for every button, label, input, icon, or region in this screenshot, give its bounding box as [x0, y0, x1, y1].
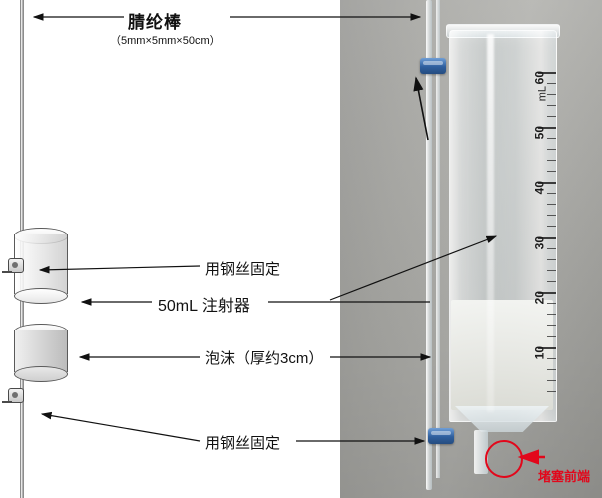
- syringe-highlight: [487, 34, 494, 412]
- plunger-tip-highlight-circle: [485, 440, 523, 478]
- foam-block: [14, 330, 68, 372]
- wire-clip-bottom: [8, 388, 24, 403]
- label-foam: 泡沫（厚约3cm）: [205, 350, 324, 367]
- foam-bottom-rim: [14, 366, 68, 382]
- wire-clip-top: [8, 258, 24, 273]
- scale-number: 30: [532, 236, 546, 250]
- label-wire-fix-top: 用钢丝固定: [205, 261, 281, 278]
- syringe-plunger-foam: [451, 300, 553, 410]
- photo-clip-bottom: [428, 428, 454, 444]
- label-plunger-tip: 堵塞前端: [538, 469, 591, 484]
- label-wire-fix-bottom: 用钢丝固定: [205, 435, 281, 452]
- scale-number: 20: [532, 291, 546, 305]
- scale-number: 60: [532, 71, 546, 85]
- tube-mid-rim: [14, 288, 68, 304]
- scale-number: 40: [532, 181, 546, 195]
- syringe-graduation-scale: mL 60 50 40 30 20 10: [522, 60, 556, 405]
- syringe-nozzle: [474, 430, 488, 474]
- scale-number: 10: [532, 346, 546, 360]
- photo-clip-top: [420, 58, 446, 74]
- title-acrylic-rod: 腈纶棒: [128, 13, 182, 32]
- scale-number: 50: [532, 126, 546, 140]
- title-dimensions: （5mm×5mm×50cm）: [110, 35, 221, 47]
- label-syringe: 50mL 注射器: [158, 298, 250, 315]
